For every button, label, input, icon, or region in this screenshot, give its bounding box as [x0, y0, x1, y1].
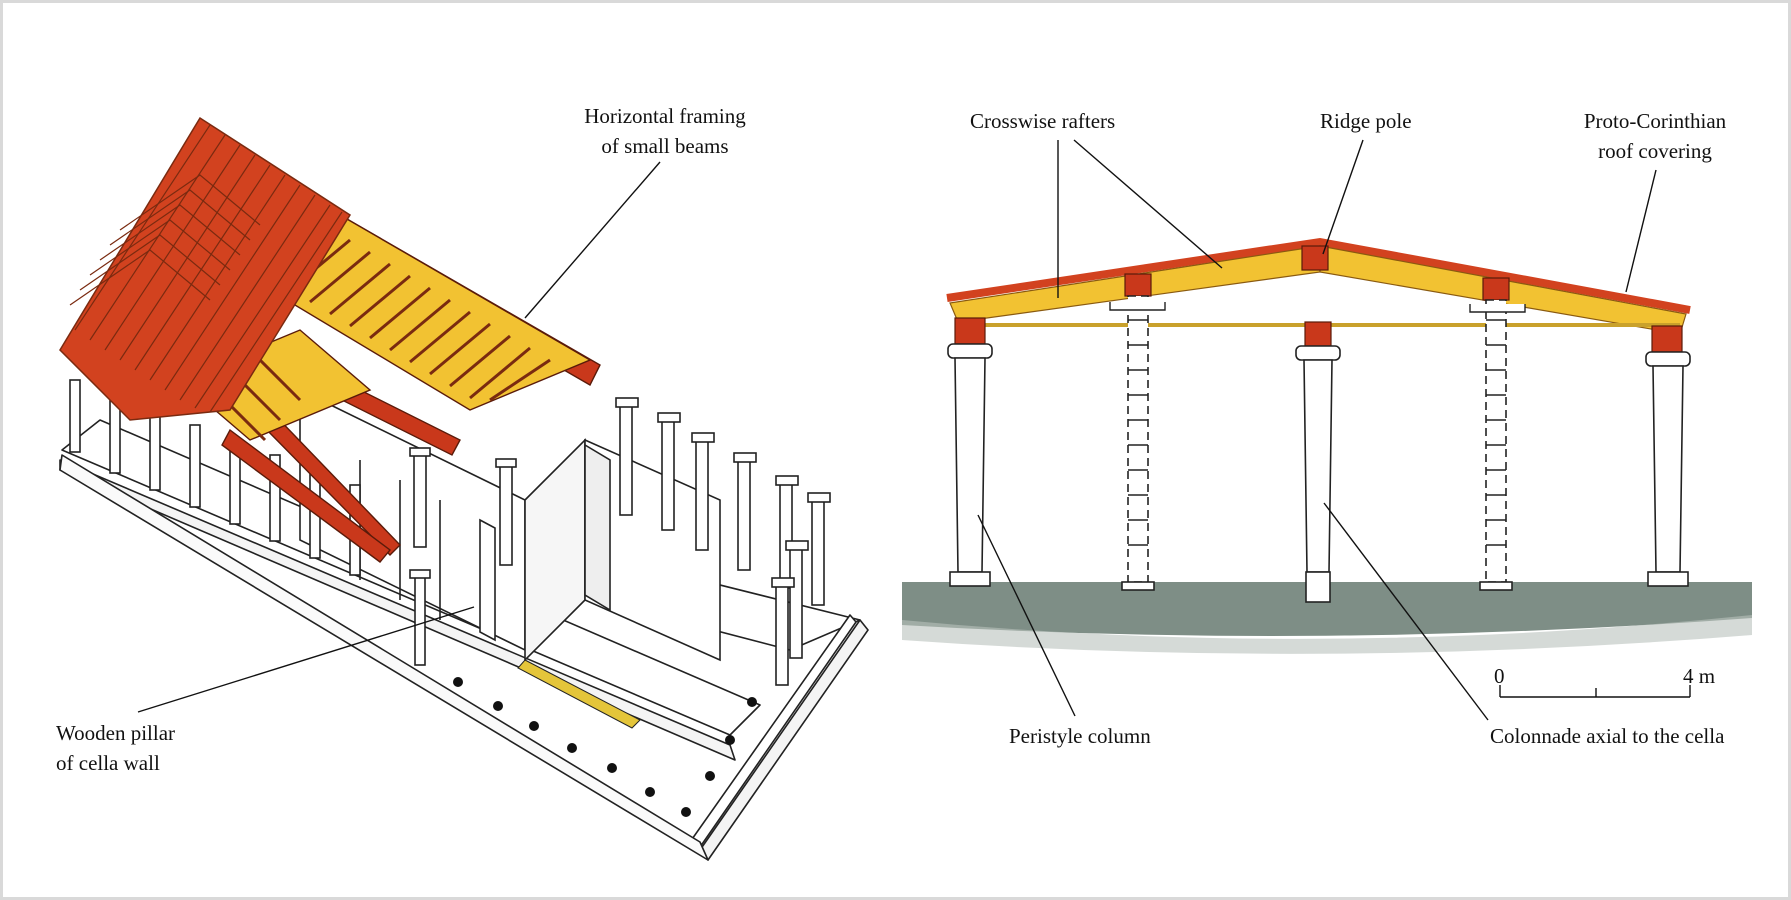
beam-ends: [954, 245, 1683, 353]
right-leader-lines: [977, 139, 1657, 721]
capital: [807, 492, 831, 503]
label-proto-corinthian: Proto-Corinthian roof covering: [1555, 106, 1755, 166]
ground: [902, 582, 1752, 636]
column: [69, 379, 81, 453]
leader-horizontal-framing: [524, 161, 661, 319]
ground-shadow: [902, 615, 1752, 654]
label-line: Wooden pillar: [56, 721, 176, 745]
beam-end: [1304, 321, 1332, 347]
scale-start-label: 0: [1494, 664, 1505, 688]
background-column: [1127, 295, 1149, 583]
leader-colonnade-axial: [1323, 502, 1489, 721]
capital: [657, 412, 681, 423]
capital: [1645, 351, 1691, 367]
beam-end: [1124, 273, 1152, 297]
scale-bar: [1499, 685, 1691, 698]
column-base: [1647, 571, 1689, 587]
leader-wooden-pillar: [137, 606, 475, 713]
axial-column: [1303, 359, 1333, 573]
label-peristyle-column: Peristyle column: [1009, 724, 1151, 748]
floor-beam: [517, 659, 641, 729]
label-crosswise-rafters: Crosswise rafters: [970, 109, 1116, 133]
column-base: [949, 571, 991, 587]
column-base-dots: [453, 677, 757, 817]
capital: [771, 577, 795, 588]
scale-end-label: 4 m: [1683, 664, 1716, 688]
capital: [409, 569, 431, 579]
label-ridge-pole: Ridge pole: [1320, 109, 1412, 133]
left-leader-lines: [137, 161, 661, 713]
label-line: roof covering: [1598, 139, 1712, 163]
peristyle-column: [954, 357, 986, 573]
label-line: Proto-Corinthian: [1583, 109, 1727, 133]
wooden-pillar-cella: [479, 518, 496, 642]
tiled-roof: [59, 116, 352, 421]
capital: [691, 432, 715, 443]
ridge-pole-block: [1301, 245, 1329, 271]
roof-beam: [221, 428, 392, 563]
capital: [615, 397, 639, 408]
beam-end: [1651, 325, 1683, 353]
leader-peristyle-column: [977, 514, 1076, 717]
label-wooden-pillar: Wooden pillar of cella wall: [56, 718, 175, 778]
roof-covering: [946, 237, 1691, 314]
capital: [733, 452, 757, 463]
leader-rafters-right: [1073, 139, 1223, 269]
roof-tile-lines: [69, 124, 343, 413]
leader-roof-covering: [1625, 169, 1657, 293]
brackets: [1109, 302, 1526, 313]
cella-door-jamb: [584, 443, 611, 612]
label-line: of small beams: [601, 134, 729, 158]
capital: [1295, 345, 1341, 361]
capital: [775, 475, 799, 486]
column-rungs: [1128, 319, 1506, 546]
peristyle-column: [1652, 365, 1684, 573]
label-line: of cella wall: [56, 751, 160, 775]
label-colonnade-axial: Colonnade axial to the cella: [1490, 724, 1725, 748]
background-column: [1485, 299, 1507, 583]
capital: [409, 447, 431, 457]
beam-end: [954, 317, 986, 345]
section-columns: [947, 295, 1691, 603]
beam-end: [1482, 277, 1510, 301]
label-line: Horizontal framing: [584, 104, 746, 128]
column: [189, 424, 201, 508]
column-base: [1121, 581, 1155, 591]
label-horizontal-framing: Horizontal framing of small beams: [565, 101, 765, 161]
capital: [785, 540, 809, 551]
capital: [495, 458, 517, 468]
column-base: [1305, 571, 1331, 603]
column-base: [1479, 581, 1513, 591]
column: [269, 454, 281, 542]
stylobate-side-step: [59, 454, 709, 861]
capital: [947, 343, 993, 359]
leader-ridge-pole: [1322, 139, 1364, 255]
